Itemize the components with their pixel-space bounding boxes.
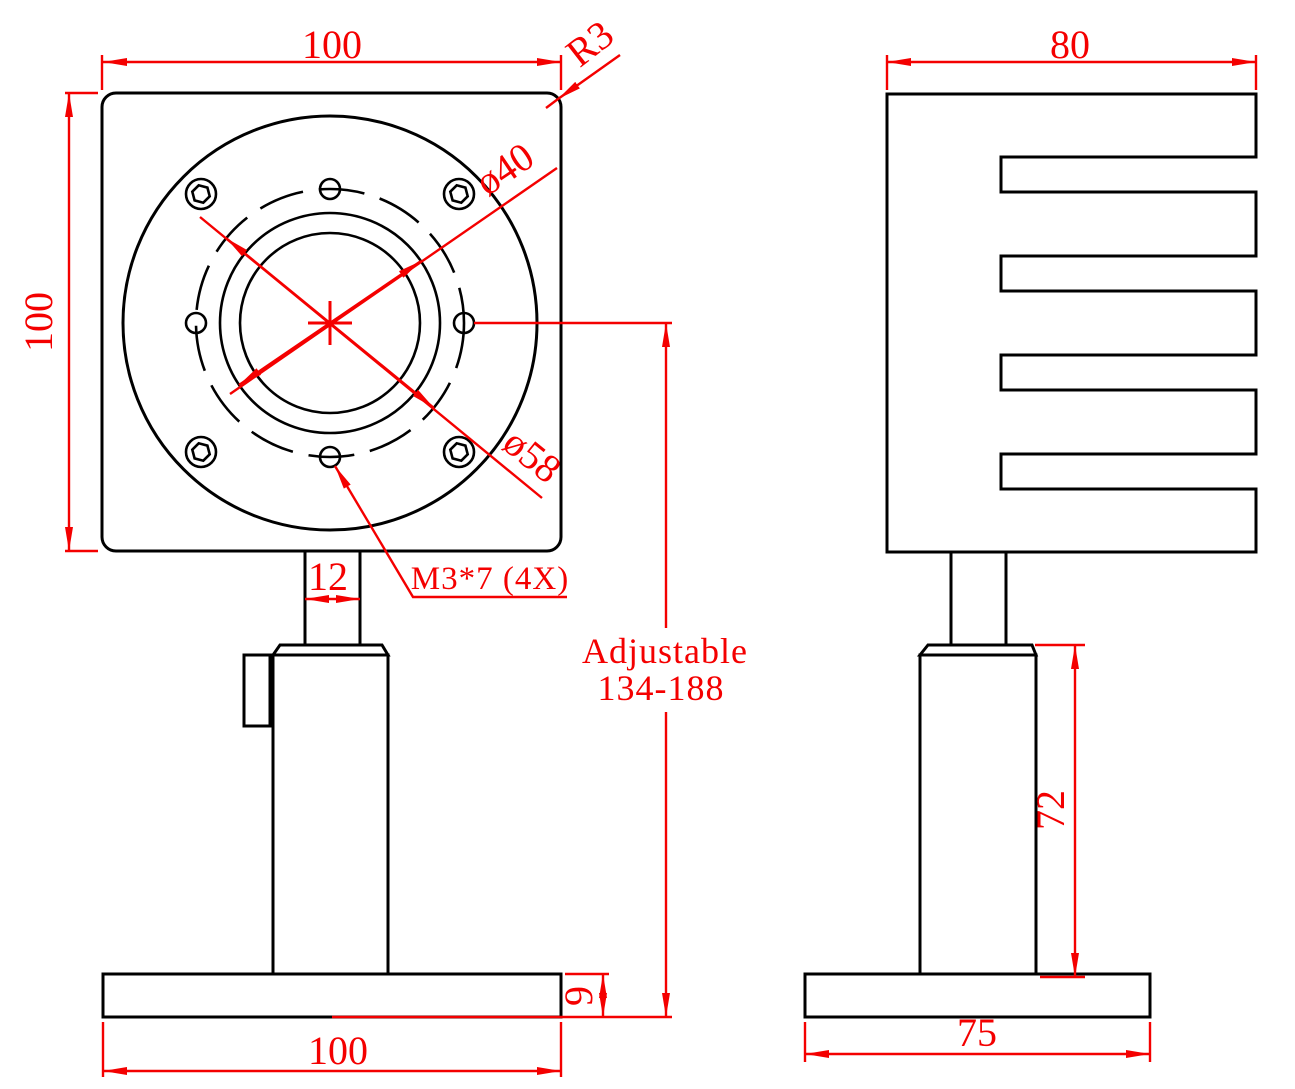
post-front (271, 653, 390, 976)
dim-corner-radius: R3 (545, 11, 622, 109)
front-width-label: 100 (302, 22, 362, 67)
dim-side-width: 80 (885, 22, 1258, 90)
aperture-bezel-circle (218, 211, 442, 435)
thread-label: M3*7 (4X) (411, 561, 569, 597)
dim-aperture: ø40 (229, 133, 558, 395)
bolt-circle-dashed (194, 187, 466, 459)
dim-side-base-width: 75 (803, 1010, 1152, 1062)
base-plate-front (101, 972, 563, 1019)
leader-line (333, 465, 567, 599)
dim-front-height: 100 (16, 91, 98, 553)
dim-base-thickness: 9 (556, 972, 609, 1017)
side-base-width-label: 75 (957, 1010, 997, 1055)
dim-bolt-circle: ø58 (199, 216, 570, 499)
dim-stem-width: 12 (305, 554, 360, 603)
arrow-segment (238, 322, 331, 386)
side-view (803, 92, 1258, 1019)
dim-front-width: 100 (100, 22, 563, 90)
aperture-circle (238, 231, 422, 415)
side-width-label: 80 (1050, 22, 1090, 67)
front-height-label: 100 (16, 292, 61, 352)
corner-radius-label: R3 (557, 11, 621, 75)
dim-front-base-width: 100 (101, 1022, 563, 1077)
leader-line (557, 54, 621, 100)
cap-screw-top-left (184, 177, 218, 211)
cap-screw-top-right (442, 177, 476, 211)
arrow-segment (225, 237, 331, 324)
dim-post-height: 72 (1028, 643, 1085, 979)
arrow-segment (329, 322, 435, 409)
dim-adjustable-height: Adjustable 134-188 (332, 321, 748, 1019)
stem-width-label: 12 (308, 554, 348, 599)
dimensions: 100 100 R3 ø40 (16, 11, 1258, 1077)
cap-screw-bottom-left (184, 435, 218, 469)
adjustable-label-line2: 134-188 (598, 668, 725, 708)
post-side (918, 653, 1038, 976)
dim-thread-note: M3*7 (4X) (333, 465, 569, 599)
mounting-hole-top (318, 177, 342, 201)
mounting-hole-bottom (318, 445, 342, 469)
front-view (100, 91, 563, 1019)
leader-tail (545, 98, 559, 109)
cap-screw-bottom-right (442, 435, 476, 469)
aperture-label: ø40 (467, 133, 542, 204)
arrow-segment (329, 260, 422, 324)
post-height-label: 72 (1028, 790, 1073, 830)
adjustable-label-line1: Adjustable (582, 631, 748, 671)
base-thickness-label: 9 (556, 986, 601, 1006)
base-plate-side (803, 972, 1152, 1019)
mounting-hole-left (184, 311, 208, 335)
clamp-knob (242, 653, 272, 728)
front-base-width-label: 100 (308, 1028, 368, 1073)
heatsink-body (885, 92, 1258, 554)
